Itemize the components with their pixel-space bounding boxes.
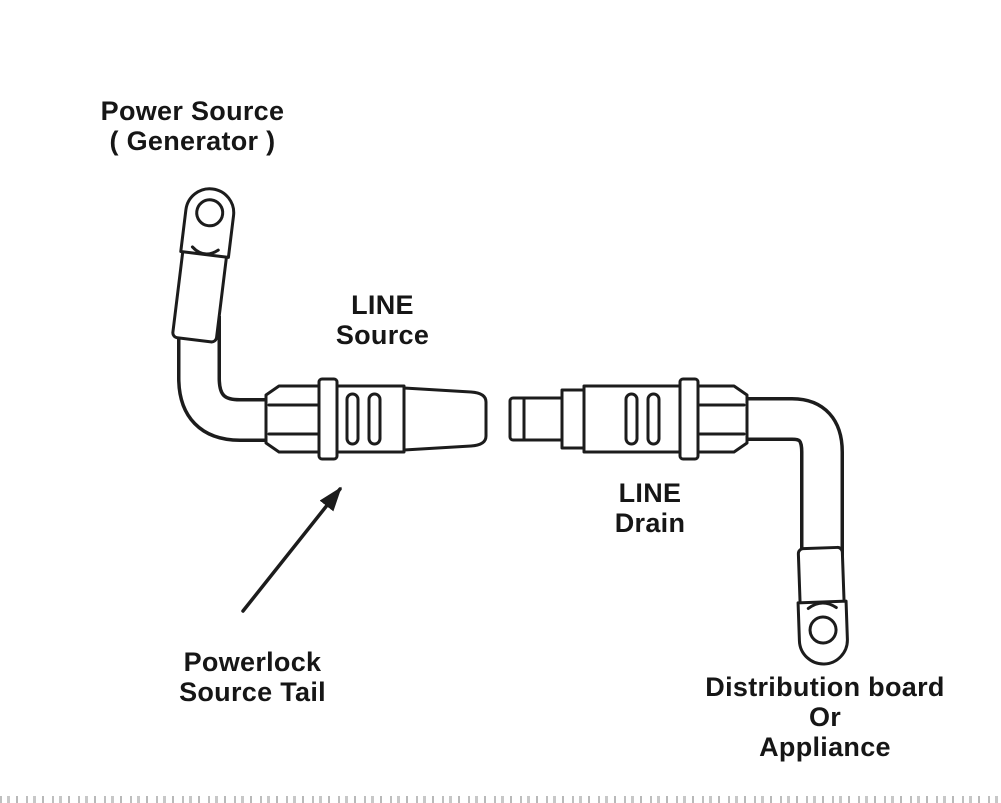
connector-line-drain <box>508 377 749 461</box>
label-line-drain: LINE Drain <box>565 478 735 538</box>
cable-core <box>180 312 306 439</box>
lug-hole-bottom <box>808 615 838 645</box>
crimp-barrel-bottom <box>796 545 846 609</box>
label-distribution-board: Distribution board Or Appliance <box>675 672 975 763</box>
crimp-barrel-top <box>171 246 228 344</box>
gland-nut-left <box>264 384 327 454</box>
label-power-source-line1: Power Source <box>100 96 285 126</box>
label-distribution-line2: Or <box>808 702 842 733</box>
vent-slot <box>367 392 382 446</box>
label-distribution-line1: Distribution board <box>705 672 945 702</box>
lug-terminal-bottom <box>796 545 849 666</box>
lug-crimp-curve-top <box>190 245 220 256</box>
flange-ring-left <box>317 377 339 461</box>
gland-nut-right <box>696 384 749 454</box>
label-powerlock-line2: Source Tail <box>179 677 326 708</box>
lug-crimp-curve-bottom <box>806 601 838 610</box>
cropped-text-artifact <box>0 796 1001 803</box>
label-power-source-line2: ( Generator ) <box>109 126 276 157</box>
vent-slot <box>345 392 360 446</box>
label-line-source-line1: LINE <box>351 290 414 320</box>
collar <box>560 388 586 450</box>
cable-core <box>736 400 841 566</box>
label-line-source-line2: Source <box>335 320 430 351</box>
label-line-drain-line2: Drain <box>614 508 686 539</box>
lug-terminal-top <box>171 187 236 344</box>
label-line-drain-line1: LINE <box>618 478 682 508</box>
cable-bend-right <box>736 397 844 566</box>
arrow-line <box>241 486 342 613</box>
arrow-pointer <box>241 486 342 613</box>
label-line-source: LINE Source <box>300 290 465 350</box>
cable-bend-left <box>177 312 306 442</box>
vent-slot <box>624 392 639 446</box>
connector-line-source <box>264 377 488 461</box>
label-powerlock-line1: Powerlock <box>183 647 322 677</box>
flange-ring-right <box>678 377 700 461</box>
label-powerlock-source-tail: Powerlock Source Tail <box>140 647 365 707</box>
vent-slot <box>646 392 661 446</box>
pin-tip <box>508 396 566 442</box>
label-distribution-line3: Appliance <box>759 732 891 763</box>
label-power-source: Power Source ( Generator ) <box>70 96 315 156</box>
lug-hole-top <box>195 198 225 228</box>
connector-nose <box>402 386 488 452</box>
